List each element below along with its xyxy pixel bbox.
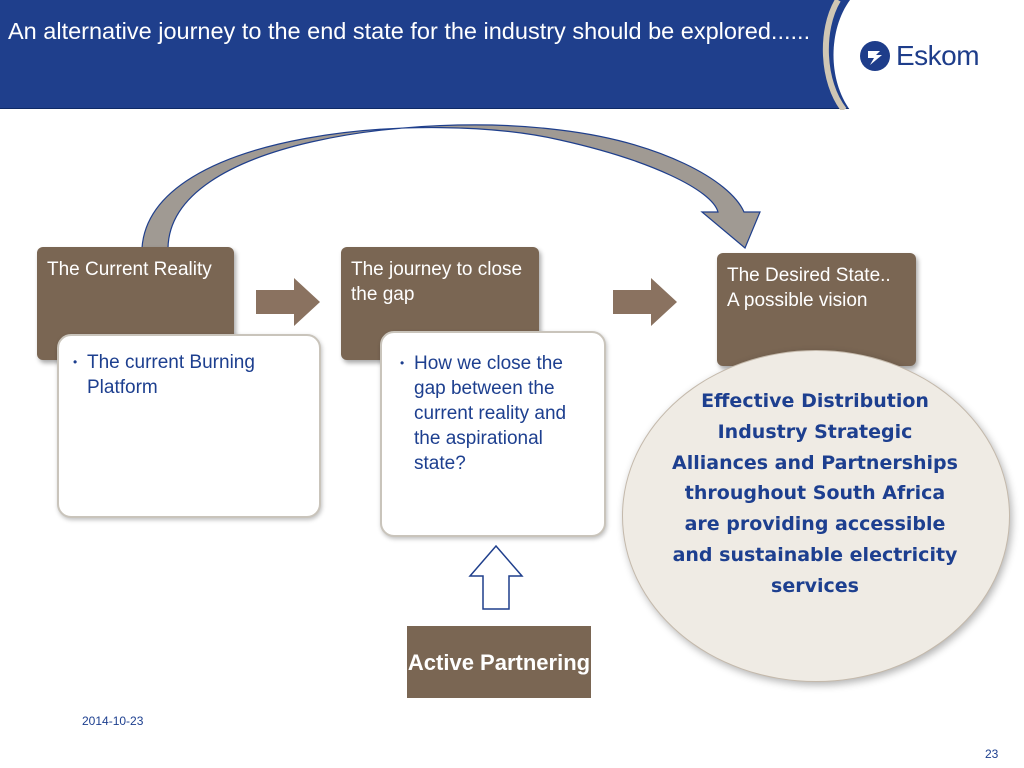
vision-statement: Effective Distribution Industry Strategi…	[672, 390, 958, 597]
active-partnering-box: Active Partnering	[407, 626, 591, 698]
current-reality-content: • The current Burning Platform	[57, 334, 321, 518]
vision-circle	[622, 350, 1010, 682]
stage-label: The journey to close the gap	[351, 259, 523, 305]
eskom-logo: Eskom	[858, 38, 980, 74]
bullet-icon: •	[400, 356, 405, 370]
active-partnering-label: Active Partnering	[407, 649, 591, 675]
bullet-text: How we close the gap between the current…	[414, 353, 567, 474]
bullet-icon: •	[73, 355, 78, 369]
stage-desired-state: The Desired State.. A possible vision	[717, 253, 916, 366]
footer-date: 2014-10-23	[82, 714, 144, 728]
stage-label: The Current Reality	[47, 259, 212, 280]
page-number: 23	[985, 747, 999, 761]
eskom-logo-icon	[860, 41, 890, 71]
journey-content: • How we close the gap between the curre…	[380, 331, 606, 537]
right-arrow-2	[613, 278, 677, 326]
title-bar: An alternative journey to the end state …	[0, 0, 850, 109]
curved-arrow	[141, 124, 761, 249]
up-arrow	[468, 544, 524, 610]
stage-label: The Desired State.. A possible vision	[727, 265, 891, 311]
eskom-logo-text: Eskom	[896, 40, 980, 71]
slide-title: An alternative journey to the end state …	[8, 18, 811, 44]
right-arrow-1	[256, 278, 320, 326]
bullet-text: The current Burning Platform	[87, 352, 255, 398]
